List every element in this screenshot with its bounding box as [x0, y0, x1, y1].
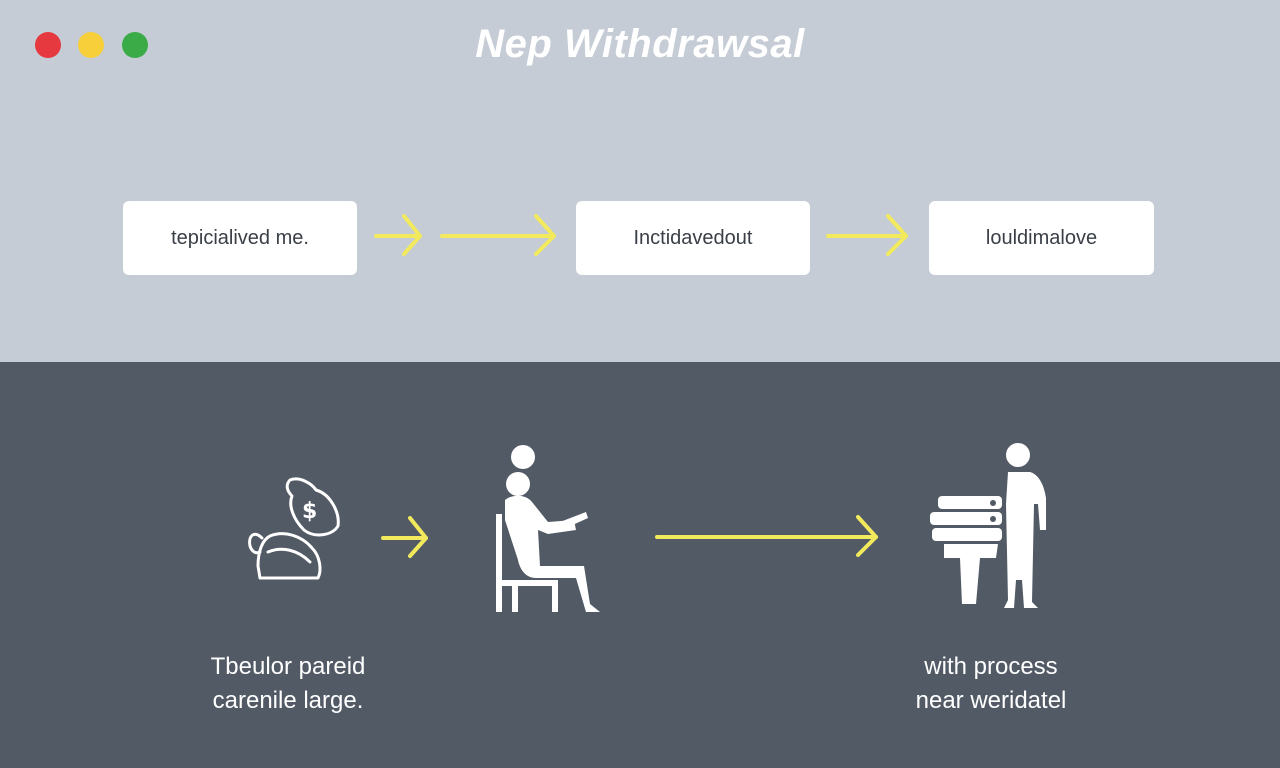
bottom-panel: [0, 362, 1280, 768]
step-box-1[interactable]: tepicialived me.: [123, 201, 357, 275]
step-box-2[interactable]: Inctidavedout: [576, 201, 810, 275]
caption-right: with process near weridatel: [851, 650, 1131, 718]
step-label-2: Inctidavedout: [633, 226, 753, 249]
page-title: Nep Withdrawsal: [475, 22, 805, 66]
money-bag-icon: $: [248, 477, 340, 580]
arrow-icon-3: [826, 214, 908, 256]
caption-left-line1: Tbeulor pareid: [210, 653, 366, 680]
window-close-button[interactable]: [35, 32, 61, 58]
arrow-icon-2: [440, 214, 556, 256]
arrow-icon-1: [374, 214, 422, 256]
caption-left: Tbeulor pareid carenile large.: [148, 650, 428, 718]
step-box-3[interactable]: louldimalove: [929, 201, 1154, 275]
caption-right-line1: with process: [924, 653, 1058, 680]
seated-person-icon: [496, 445, 600, 612]
standing-person-desk-icon: [930, 443, 1046, 608]
top-panel: [0, 0, 1280, 362]
svg-text:$: $: [302, 499, 317, 524]
arrow-icon-5: [655, 515, 878, 557]
step-label-3: louldimalove: [985, 226, 1098, 249]
window-minimize-button[interactable]: [78, 32, 104, 58]
caption-right-line2: near weridatel: [915, 687, 1067, 714]
caption-left-line2: carenile large.: [212, 687, 364, 714]
arrow-icon-4: [381, 516, 428, 558]
window-maximize-button[interactable]: [122, 32, 148, 58]
step-label-1: tepicialived me.: [171, 226, 309, 249]
